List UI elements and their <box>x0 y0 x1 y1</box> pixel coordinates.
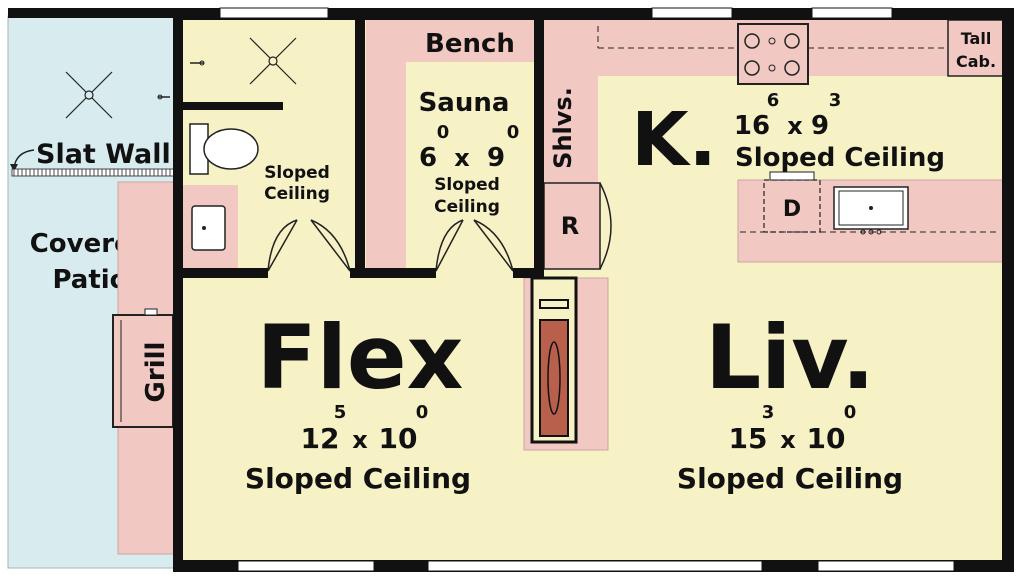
tall-cabinet-label-line1: Tall <box>961 29 992 48</box>
kitchen: Shlvs. Tall Cab. R K. 16 6 x 9 3 Sloped … <box>543 19 1005 270</box>
kitchen-dim-ft1: 16 <box>734 111 770 141</box>
shelves-label: Shlvs. <box>549 87 577 169</box>
flex-ceiling-label: Sloped Ceiling <box>245 462 471 495</box>
kitchen-dim-ft2: 9 <box>811 111 829 141</box>
living-ceiling-label: Sloped Ceiling <box>677 462 903 495</box>
shower-partition <box>183 102 283 110</box>
flex-label: Flex <box>257 306 464 409</box>
living-dim-ft2: 10 <box>807 422 846 455</box>
walls <box>8 8 1014 572</box>
living-label: Liv. <box>705 306 875 409</box>
window-bath <box>219 7 329 19</box>
dishwasher: D <box>763 171 821 233</box>
flex-dim-ft1: 12 <box>301 422 340 455</box>
flex-dim-x: x <box>352 426 368 454</box>
kitchen-ceiling-label: Sloped Ceiling <box>735 143 945 173</box>
flex-dim-in2: 0 <box>416 402 429 423</box>
slat-wall <box>11 168 175 177</box>
bath-sink-icon <box>191 205 226 251</box>
patio-light-icon <box>157 94 170 100</box>
cooktop-icon <box>737 23 809 85</box>
refrigerator: R <box>543 182 612 270</box>
sauna-dim-x: x <box>454 144 470 172</box>
sauna-dim-in2: 0 <box>507 122 520 143</box>
sauna-label: Sauna <box>419 88 510 118</box>
sauna-door-swing <box>435 219 514 272</box>
fireplace-firebox <box>539 319 569 437</box>
window-flex-bottom <box>237 560 375 572</box>
refrigerator-label: R <box>561 212 579 240</box>
window-kitchen-right <box>811 7 893 19</box>
living-dim-x: x <box>780 426 796 454</box>
grill-label: Grill <box>141 342 171 403</box>
grill-knob-icon <box>144 308 158 316</box>
bath-door-swing <box>267 219 351 272</box>
living-dim-in2: 0 <box>844 402 857 423</box>
flex-dim-in1: 5 <box>334 402 347 423</box>
sauna-ceiling-label-line1: Sloped <box>434 175 500 195</box>
living-room: Liv. 15 3 x 10 0 Sloped Ceiling <box>677 306 903 495</box>
sauna-bench <box>366 20 534 270</box>
fireplace <box>523 276 609 451</box>
fireplace-log-icon <box>547 341 561 415</box>
window-kitchen-left <box>651 7 733 19</box>
kitchen-dim-in1: 6 <box>767 90 780 111</box>
bench-label: Bench <box>425 29 515 59</box>
tall-cabinet-label-line2: Cab. <box>956 52 996 71</box>
toilet-icon <box>189 123 259 175</box>
sauna: Bench Sauna 6 0 x 9 0 Sloped Ceiling <box>366 20 534 272</box>
bath-fan-icon <box>249 37 297 85</box>
bath-ceiling-label-line1: Sloped <box>264 163 330 183</box>
sauna-ceiling-label-line2: Ceiling <box>434 197 500 217</box>
slat-wall-label: Slat Wall <box>36 139 171 170</box>
covered-patio-label-line2: Patio <box>52 265 127 295</box>
living-dim-in1: 3 <box>762 402 775 423</box>
covered-patio: Slat Wall Covered Patio Grill <box>7 15 179 569</box>
kitchen-counter <box>544 20 1002 183</box>
windows <box>219 7 955 572</box>
kitchen-sink-icon <box>833 186 909 235</box>
flex-room: Flex 12 5 x 10 0 Sloped Ceiling <box>245 306 471 495</box>
flex-dim-ft2: 10 <box>379 422 418 455</box>
kitchen-dim-x: x <box>787 112 803 140</box>
shower-head-icon <box>190 60 205 66</box>
dishwasher-label: D <box>783 197 801 222</box>
patio-ceiling-fan-icon <box>65 71 113 119</box>
slat-wall-arrow-head-icon <box>10 164 18 172</box>
bath-ceiling-label-line2: Ceiling <box>264 184 330 204</box>
sauna-dim-ft1: 6 <box>419 143 437 173</box>
bathroom: Sloped Ceiling <box>183 37 351 272</box>
sauna-dim-ft2: 9 <box>487 143 505 173</box>
window-living-bottom-right <box>817 560 955 572</box>
living-dim-ft1: 15 <box>729 422 768 455</box>
kitchen-dim-in2: 3 <box>829 90 842 111</box>
kitchen-label: K. <box>631 97 716 183</box>
sauna-dim-in1: 0 <box>437 122 450 143</box>
window-living-bottom <box>427 560 763 572</box>
